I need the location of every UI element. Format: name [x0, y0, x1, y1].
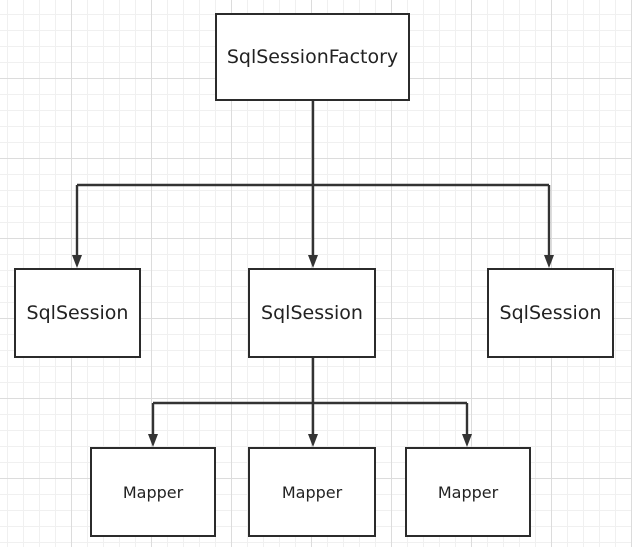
- arrowhead-mapper-2: [308, 434, 318, 447]
- mapper-box-3[interactable]: Mapper: [405, 447, 531, 537]
- mapper-label: Mapper: [437, 482, 499, 502]
- sql-session-label: SqlSession: [499, 302, 602, 324]
- sql-session-factory-label: SqlSessionFactory: [226, 46, 399, 68]
- sql-session-label: SqlSession: [26, 302, 129, 324]
- mapper-label: Mapper: [281, 482, 343, 502]
- sql-session-box-2[interactable]: SqlSession: [248, 268, 376, 358]
- mapper-box-1[interactable]: Mapper: [90, 447, 216, 537]
- mapper-box-2[interactable]: Mapper: [248, 447, 376, 537]
- arrowhead-session-1: [72, 255, 82, 268]
- sql-session-box-1[interactable]: SqlSession: [14, 268, 141, 358]
- arrowhead-session-3: [544, 255, 554, 268]
- sql-session-factory-box[interactable]: SqlSessionFactory: [215, 13, 410, 101]
- mapper-label: Mapper: [122, 482, 184, 502]
- arrowhead-mapper-1: [148, 434, 158, 447]
- arrowhead-session-2: [308, 255, 318, 268]
- arrowhead-mapper-3: [462, 434, 472, 447]
- sql-session-box-3[interactable]: SqlSession: [487, 268, 614, 358]
- sql-session-label: SqlSession: [261, 302, 363, 324]
